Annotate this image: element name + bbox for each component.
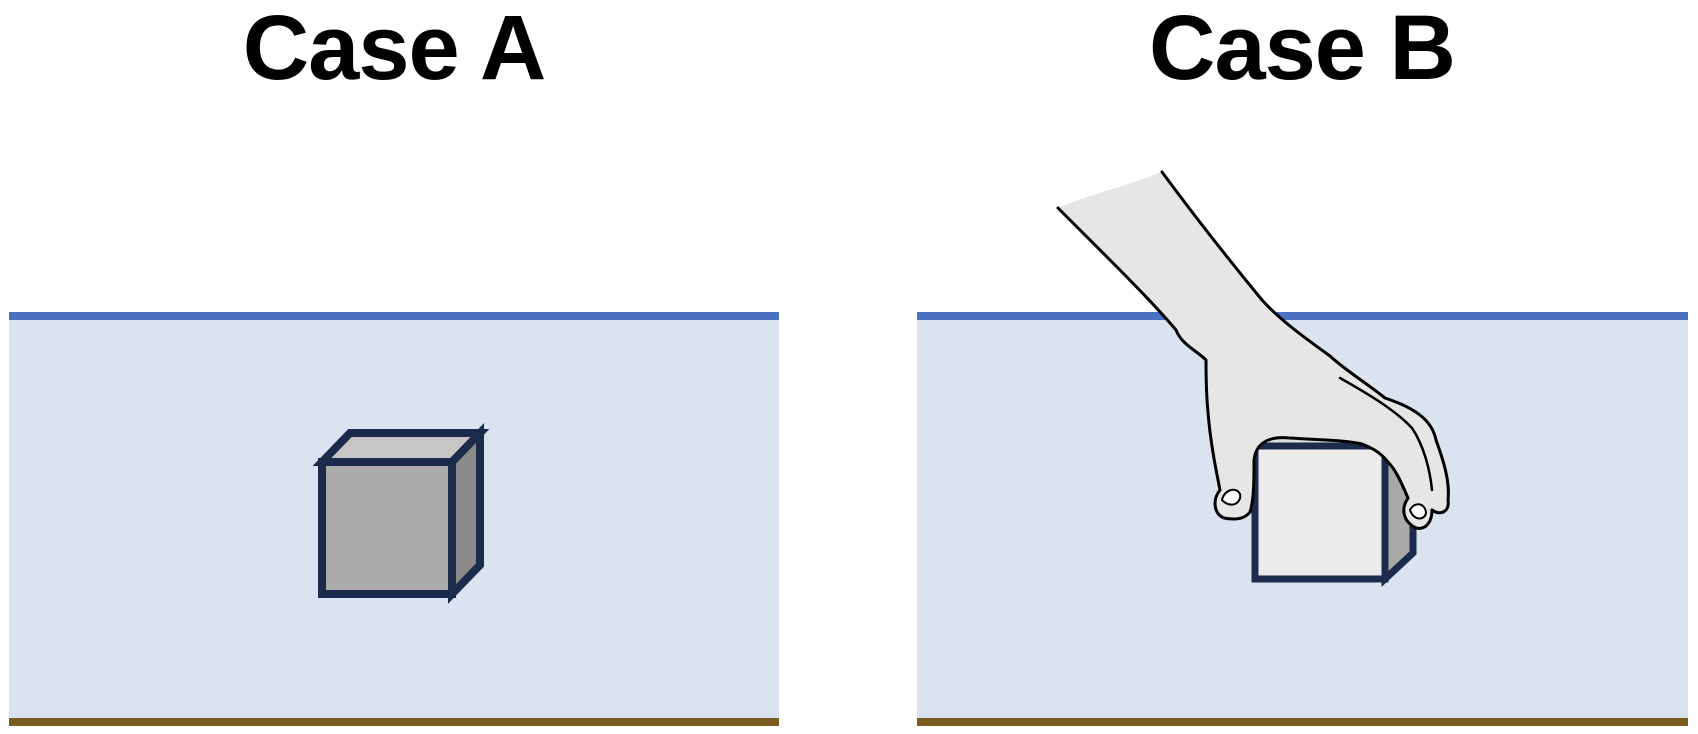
- hand-lower-edge: [1056, 206, 1434, 530]
- case-b-container-bottom: [917, 718, 1688, 726]
- case-b-title: Case B: [1149, 0, 1456, 99]
- hand-finger-line: [1338, 376, 1434, 492]
- case-a-title: Case A: [242, 0, 547, 99]
- cube-icon: [312, 423, 490, 604]
- case-b-water-surface: [917, 312, 1688, 320]
- cube-a-front-face: [318, 458, 456, 598]
- case-a-water-surface: [9, 312, 779, 320]
- cube-a-side-face: [448, 423, 484, 604]
- hand-silhouette: [1058, 172, 1449, 529]
- hand-icon: [1056, 170, 1450, 530]
- hand-thumbnail: [1220, 488, 1242, 506]
- hand-fingertip: [1408, 503, 1428, 520]
- cube-b-front-face: [1251, 442, 1389, 583]
- hand-upper-edge: [1160, 170, 1450, 515]
- case-a-container-bottom: [9, 718, 779, 726]
